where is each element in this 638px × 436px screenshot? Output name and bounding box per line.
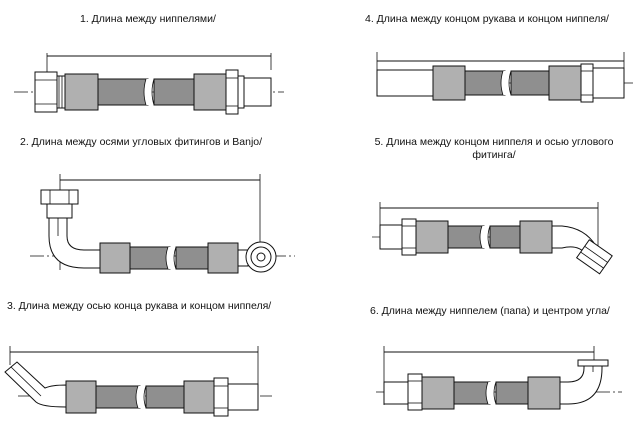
panel-4-title: 4. Длина между концом рукава и концом ни… <box>365 13 609 25</box>
ferrule-6b <box>527 376 561 410</box>
hose-4a <box>464 70 506 96</box>
ferrule-2b <box>207 242 239 274</box>
nut-5 <box>401 218 417 256</box>
hose-5b <box>489 225 521 249</box>
diagram-1-hose-assembly <box>14 53 284 115</box>
nut-4 <box>580 63 594 103</box>
flange-6 <box>577 359 609 367</box>
angle-bend-2 <box>48 217 101 269</box>
nut-3 <box>213 377 229 417</box>
bare-hose-end-4 <box>376 69 434 97</box>
panel-5-title: 5. Длина между концом ниппеля и осью угл… <box>374 136 614 161</box>
hose-6a <box>453 381 491 405</box>
ferrule-6a <box>421 376 455 410</box>
angle-nut-2 <box>40 189 79 205</box>
hose-3a <box>95 385 141 409</box>
panel-3-title: 3. Длина между осью конца рукава и концо… <box>7 300 272 312</box>
hose-4b <box>510 70 550 96</box>
right-ferrule-1 <box>193 73 227 111</box>
ferrule-5a <box>415 220 449 254</box>
diagram-3-hose-assembly <box>4 346 272 417</box>
nipple-4 <box>592 67 625 99</box>
ferrule-5b <box>519 220 553 254</box>
diagram-5-hose-assembly <box>372 202 613 275</box>
nut-6 <box>407 373 423 411</box>
nipple-3 <box>227 383 259 411</box>
panel-6-title: 6. Длина между ниппелем (папа) и центром… <box>370 305 610 317</box>
male-nipple-6 <box>383 381 409 405</box>
hose-6b <box>495 381 529 405</box>
hose-3b <box>145 385 185 409</box>
diagram-6-hose-assembly <box>376 346 622 411</box>
ferrule-2a <box>99 242 131 274</box>
left-nut-1 <box>34 71 58 113</box>
hose-2a <box>129 246 171 270</box>
nipple-5 <box>379 224 403 250</box>
ferrule-3b <box>183 380 215 414</box>
hose-1a <box>97 78 149 106</box>
left-ferrule-1 <box>64 73 99 111</box>
hose-5a <box>447 225 485 249</box>
ferrule-4b <box>548 65 582 101</box>
diagram-2-hose-assembly <box>30 174 295 274</box>
diagram-4-hose-assembly <box>376 52 634 103</box>
right-nut-1 <box>225 69 239 115</box>
bend-6 <box>559 365 603 405</box>
angled-end-3 <box>4 361 67 408</box>
angle-nut-5 <box>575 239 613 275</box>
right-nipple-1 <box>243 77 272 107</box>
panel-2-title: 2. Длина между осями угловых фитингов и … <box>20 136 263 148</box>
ferrule-4a <box>432 65 466 101</box>
panel-1-title: 1. Длина между ниппелями/ <box>80 13 216 25</box>
ferrule-3a <box>65 380 97 414</box>
hose-2b <box>175 246 209 270</box>
hose-1b <box>153 78 195 106</box>
